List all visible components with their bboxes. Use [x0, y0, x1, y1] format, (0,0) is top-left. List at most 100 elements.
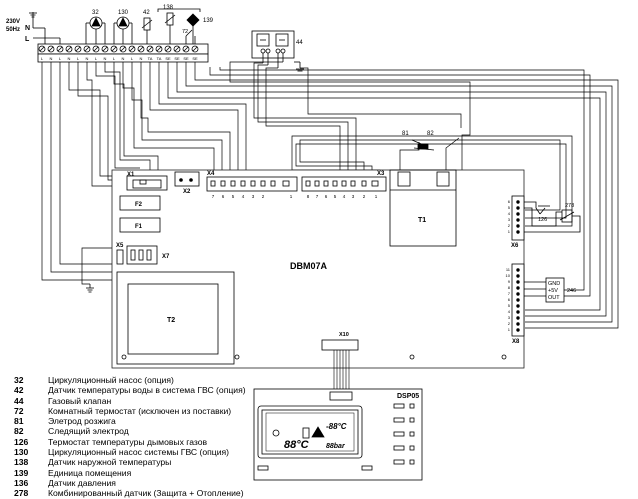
gas-valve-44	[251, 30, 295, 59]
x4-pin-label: 6	[222, 194, 225, 199]
terminal-label: N	[140, 56, 143, 61]
connector-x10-label: X10	[339, 332, 349, 338]
x4-pin-label: 2	[262, 194, 265, 199]
x3-pin-label: 3	[352, 194, 355, 199]
transformer-t2-label: T2	[167, 317, 175, 324]
terminal-label: L	[113, 56, 116, 61]
display-board	[253, 388, 423, 481]
component-number-82: 82	[427, 131, 434, 137]
x8-pin-label: 2	[508, 321, 511, 326]
power-frequency-label: 50Hz	[6, 27, 20, 33]
transformer-t1-label: T1	[418, 217, 426, 224]
x6-pin-label: 5	[508, 205, 511, 210]
legend-code: 81	[14, 416, 24, 427]
x8-pin-label: 8	[508, 285, 511, 290]
component-number-81: 81	[402, 131, 409, 137]
room-unit-139-symbol	[186, 13, 200, 27]
legend-desc: Датчик давления	[48, 477, 116, 488]
connector-x8	[511, 263, 525, 337]
combined-sensor-278	[559, 209, 575, 223]
legend-desc: Газовый клапан	[48, 395, 112, 406]
x4-pin-label: 3	[252, 194, 255, 199]
transformer-t1	[389, 169, 457, 247]
sensor-42-symbol	[141, 17, 153, 31]
x8-pin-label: 5	[508, 303, 511, 308]
connector-x1	[126, 175, 168, 191]
legend-code: 32	[14, 375, 24, 385]
component-number-130: 130	[118, 10, 129, 16]
terminal-label: TA	[157, 56, 162, 61]
x6-pin-label: 1	[508, 229, 511, 234]
wire-harness	[41, 61, 619, 329]
connector-x1-label: X1	[127, 172, 135, 178]
power-n-label: N	[25, 25, 30, 32]
legend-code: 126	[14, 436, 29, 447]
legend-desc: Циркуляционный насос (опция)	[48, 375, 174, 385]
legend-desc: Следящий электрод	[48, 426, 129, 437]
terminal-label: N	[86, 56, 89, 61]
terminal-label: N	[68, 56, 71, 61]
ribbon-cable	[333, 350, 350, 392]
terminal-label: L	[77, 56, 80, 61]
connector-x4-label: X4	[207, 171, 215, 177]
terminal-label: L	[59, 56, 62, 61]
legend-desc: Термостат температуры дымовых газов	[48, 436, 208, 447]
component-number-32: 32	[92, 10, 99, 16]
lcd-bar-readout: 88bar	[326, 443, 346, 450]
legend-desc: Датчик температуры воды в система ГВС (о…	[48, 385, 246, 396]
connector-x5	[116, 249, 124, 265]
connector-x2-label: X2	[183, 189, 191, 195]
x3-pin-label: 4	[343, 194, 346, 199]
fuse-f1	[119, 217, 161, 233]
x3-pin-label: 2	[363, 194, 366, 199]
legend-code: 72	[14, 405, 24, 416]
pump-32-symbol	[89, 16, 103, 30]
display-name: DSP05	[397, 393, 419, 400]
component-number-138: 138	[163, 5, 174, 11]
terminal-label: SE	[192, 56, 198, 61]
connector-x6	[511, 195, 525, 241]
room-thermostat-72-symbol	[185, 29, 196, 44]
component-number-278: 278	[565, 203, 574, 209]
connector-x3-label: X3	[377, 171, 385, 177]
legend-code: 82	[14, 426, 24, 437]
flue-thermostat-126	[538, 205, 550, 215]
terminal-label: SE	[165, 56, 171, 61]
terminal-label: L	[131, 56, 134, 61]
x8-pin-label: 9	[508, 279, 511, 284]
transformer-t2	[116, 271, 235, 365]
x3-pin-label: 8	[307, 194, 310, 199]
x8-signal-out: OUT	[548, 295, 560, 301]
x8-pin-label: 11	[506, 267, 511, 272]
terminal-label: TA	[148, 56, 153, 61]
x8-pin-label: 3	[508, 315, 511, 320]
terminal-label: SE	[183, 56, 189, 61]
terminal-label: SE	[174, 56, 180, 61]
x8-pin-label: 1	[508, 327, 511, 332]
legend-code: 136	[14, 477, 29, 488]
legend-code: 278	[14, 488, 29, 499]
legend-desc: Циркуляционный насос системы ГВС (опция)	[48, 447, 230, 458]
terminal-label: L	[41, 56, 44, 61]
board-name: DBM07A	[290, 261, 328, 271]
legend-row: 136 Датчик давления	[14, 478, 259, 488]
component-number-72: 72	[182, 29, 188, 35]
earth-symbol-top	[29, 12, 37, 20]
connector-x4	[206, 176, 298, 192]
connector-x3	[301, 176, 387, 192]
x3-pin-label: 6	[325, 194, 328, 199]
pump-130-symbol	[116, 16, 130, 30]
terminal-block: L N L N L N L N L N L N TA TA SE SE SE S…	[37, 43, 209, 63]
fuse-f2	[119, 195, 161, 211]
x4-pin-label: 7	[212, 194, 215, 199]
x4-pin-label: 4	[242, 194, 245, 199]
legend-desc: Единица помещения	[48, 467, 132, 478]
component-number-44: 44	[296, 40, 303, 46]
terminal-label: N	[122, 56, 125, 61]
x8-signal-gnd: GND	[548, 281, 560, 287]
